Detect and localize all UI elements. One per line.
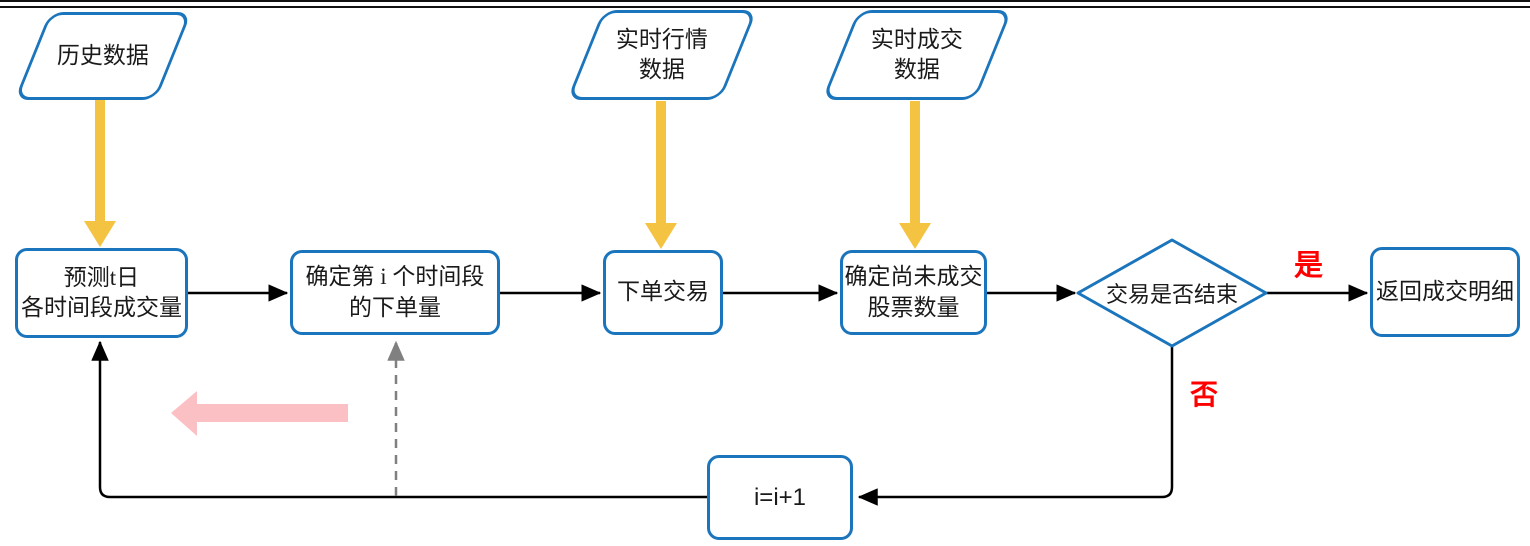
- node-label: 预测t日: [63, 264, 140, 290]
- input-arrow-history: [84, 100, 116, 247]
- node-label: 历史数据: [57, 42, 150, 68]
- input-arrow-trade: [899, 101, 931, 249]
- node-place-order: 下单交易: [603, 250, 723, 335]
- node-label: 数据: [894, 57, 940, 82]
- node-return-details: 返回成交明细: [1370, 247, 1520, 337]
- decision-diamond-shape: [1076, 238, 1268, 348]
- loop-highlight-arrow: [171, 391, 348, 436]
- input-arrow-market: [645, 101, 677, 249]
- edge-label-yes: 是: [1294, 250, 1324, 282]
- node-determine-order-qty: 确定第 i 个时间段 的下单量: [290, 250, 500, 335]
- node-predict-volume: 预测t日 各时间段成交量: [15, 248, 188, 338]
- edge-label-no: 否: [1190, 380, 1219, 411]
- edge-decision-no-to-increment: [857, 346, 1174, 506]
- node-label: 实时成交: [871, 26, 963, 52]
- node-label: 的下单量: [349, 294, 441, 320]
- node-label: 股票数量: [867, 294, 960, 320]
- top-rule-secondary: [0, 6, 1530, 8]
- node-label: i=i+1: [753, 483, 807, 511]
- node-label: 确定尚未成交: [844, 264, 983, 290]
- node-increment-i: i=i+1: [707, 455, 853, 540]
- node-label: 交易是否结束: [1105, 282, 1238, 307]
- node-label: 实时行情: [616, 26, 708, 52]
- edge-increment-to-predict: [91, 340, 707, 499]
- node-remaining-shares: 确定尚未成交 股票数量: [840, 250, 987, 335]
- node-label: 返回成交明细: [1376, 278, 1514, 304]
- node-label: 各时间段成交量: [21, 295, 182, 320]
- node-label: 确定第 i 个时间段: [305, 264, 485, 290]
- node-label: 数据: [639, 57, 685, 82]
- node-decision-trade-end: 交易是否结束: [1088, 278, 1256, 308]
- top-rule: [0, 0, 1530, 2]
- node-label: 下单交易: [617, 279, 709, 305]
